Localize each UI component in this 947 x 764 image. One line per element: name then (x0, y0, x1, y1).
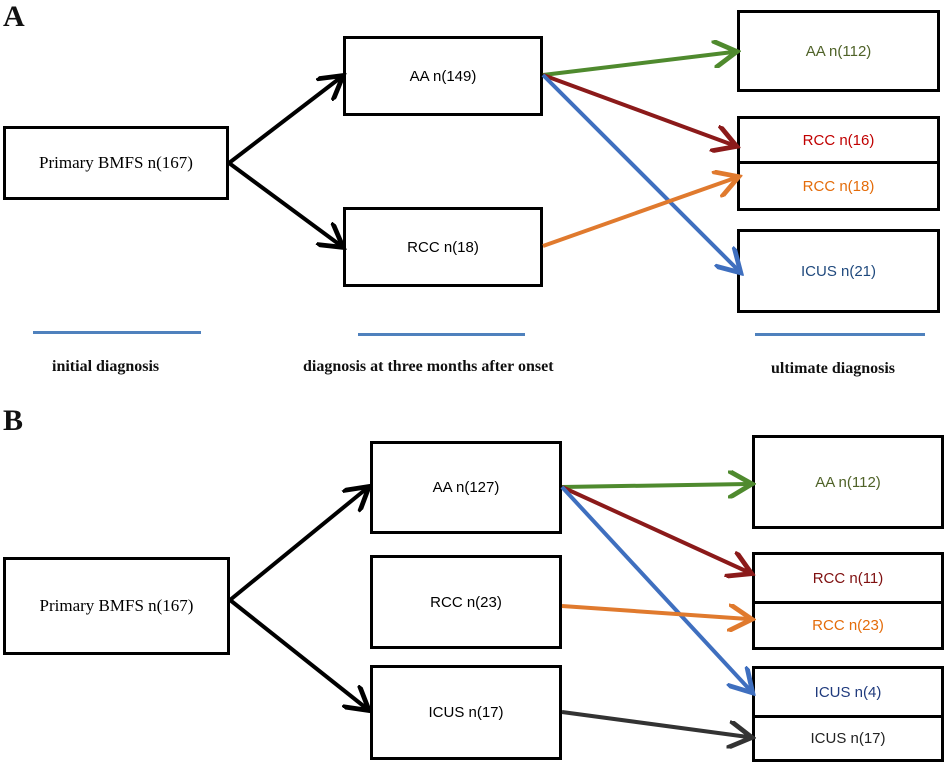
panel-b-aa-label: AA n(127) (432, 479, 500, 496)
arrow-b-rcc-to-rcc (561, 606, 748, 619)
panel-a-initial-box: Primary BMFS n(167) (3, 126, 229, 200)
panel-a-letter: A (3, 0, 25, 33)
panel-b-ultimate-icus-4-label: ICUS n(4) (814, 683, 882, 701)
stage-line-ultimate (755, 333, 925, 336)
panel-b-rcc-box: RCC n(23) (370, 555, 562, 649)
stage-line-initial (33, 331, 201, 334)
arrow-a-aa-to-rcc (542, 73, 733, 145)
arrow-b-aa-to-aa (561, 484, 748, 487)
stage-line-three-month (358, 333, 525, 336)
arrow-b-initial-to-aa (228, 489, 366, 602)
arrow-a-rcc-to-rcc (542, 178, 735, 248)
arrow-b-initial-to-icus (228, 598, 366, 708)
panel-b-initial-label: Primary BMFS n(167) (39, 596, 194, 615)
panel-b-ultimate-rcc-23-box: RCC n(23) (752, 601, 944, 650)
panel-a-rcc-box: RCC n(18) (343, 207, 543, 287)
panel-b-letter: B (3, 404, 24, 437)
panel-b-ultimate-rcc-11-box: RCC n(11) (752, 552, 944, 604)
panel-b-rcc-label: RCC n(23) (430, 593, 502, 611)
panel-b-ultimate-icus-4-box: ICUS n(4) (752, 666, 944, 718)
stage-label-ultimate: ultimate diagnosis (771, 360, 896, 377)
panel-b-ultimate-aa-label: AA n(112) (815, 473, 881, 491)
arrow-b-aa-to-rcc (561, 485, 748, 572)
panel-a-aa-box: AA n(149) (343, 36, 543, 116)
panel-a-ultimate-icus-label: ICUS n(21) (800, 262, 877, 280)
arrow-a-aa-to-icus (541, 73, 738, 270)
panel-a-ultimate-rcc-16-label: RCC n(16) (802, 131, 875, 149)
panel-b-initial-box: Primary BMFS n(167) (3, 557, 230, 655)
panel-a-ultimate-aa-box: AA n(112) (737, 10, 940, 92)
panel-b-ultimate-rcc-11-label: RCC n(11) (812, 569, 884, 587)
panel-a-initial-label: Primary BMFS n(167) (39, 153, 193, 172)
panel-a-ultimate-rcc-18-label: RCC n(18) (802, 177, 875, 195)
panel-a-ultimate-aa-label: AA n(112) (805, 42, 872, 60)
panel-b-ultimate-icus-17-label: ICUS n(17) (810, 730, 886, 747)
arrow-a-aa-to-aa (542, 52, 733, 77)
panel-b-ultimate-rcc-23-label: RCC n(23) (812, 617, 884, 634)
panel-a-ultimate-rcc-18-box: RCC n(18) (737, 161, 940, 211)
panel-b-ultimate-icus-17-box: ICUS n(17) (752, 715, 944, 762)
panel-b-ultimate-aa-box: AA n(112) (752, 435, 944, 529)
panel-a-ultimate-icus-box: ICUS n(21) (737, 229, 940, 313)
stage-label-three-month: diagnosis at three months after onset (303, 358, 554, 375)
arrow-a-initial-to-aa (227, 78, 340, 165)
panel-b-icus-box: ICUS n(17) (370, 665, 562, 760)
panel-a-aa-label: AA n(149) (409, 67, 477, 85)
arrow-b-aa-to-icus (560, 485, 750, 690)
panel-b-aa-box: AA n(127) (370, 441, 562, 534)
panel-a-rcc-label: RCC n(18) (407, 238, 479, 256)
panel-b-icus-label: ICUS n(17) (428, 704, 504, 721)
arrow-a-initial-to-rcc (227, 161, 340, 245)
arrow-b-icus-to-icus (561, 710, 748, 737)
stage-label-initial: initial diagnosis (52, 358, 160, 375)
